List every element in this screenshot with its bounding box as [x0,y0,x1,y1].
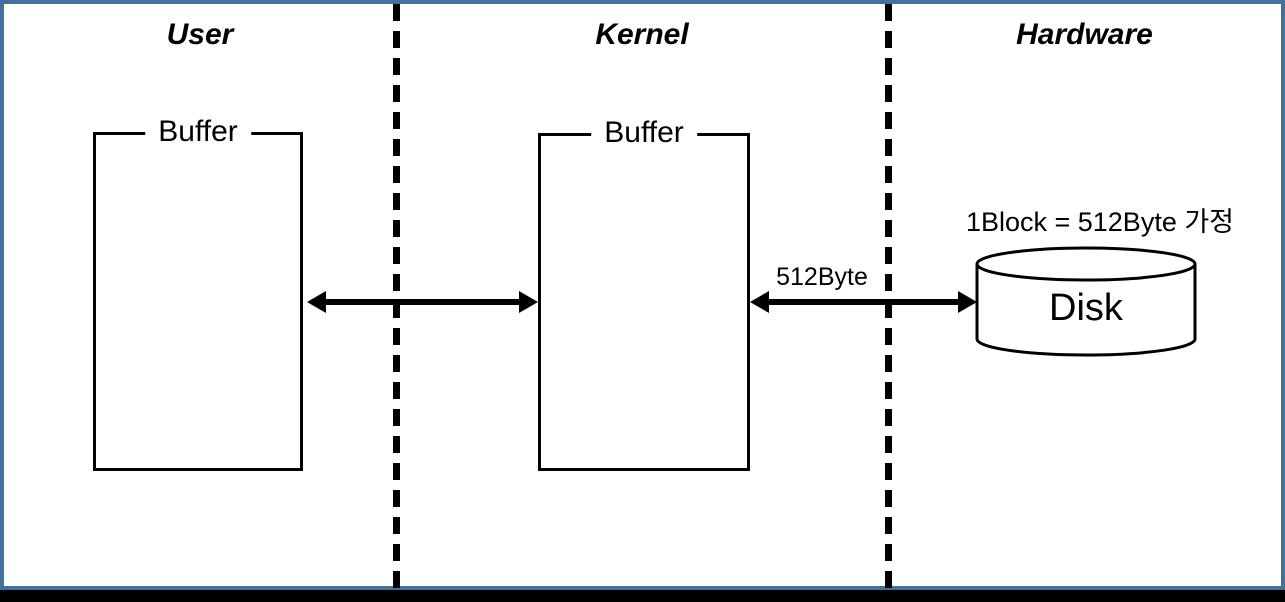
kernel-buffer-label: Buffer [591,115,697,151]
kernel-buffer-box: Buffer [538,115,750,471]
disk-label: Disk [1049,287,1123,329]
column-header-kernel: Kernel [595,18,689,51]
column-header-hardware: Hardware [1016,18,1153,51]
column-header-user: User [166,18,234,51]
transfer-size-label: 512Byte [776,263,868,291]
divider-kernel-hardware [885,4,892,590]
user-buffer-label: Buffer [145,114,251,150]
user-buffer-box: Buffer [93,114,303,471]
divider-user-kernel [393,4,400,590]
bottom-black-bar [0,590,1285,602]
disk-annotation: 1Block = 512Byte 가정 [965,207,1235,237]
